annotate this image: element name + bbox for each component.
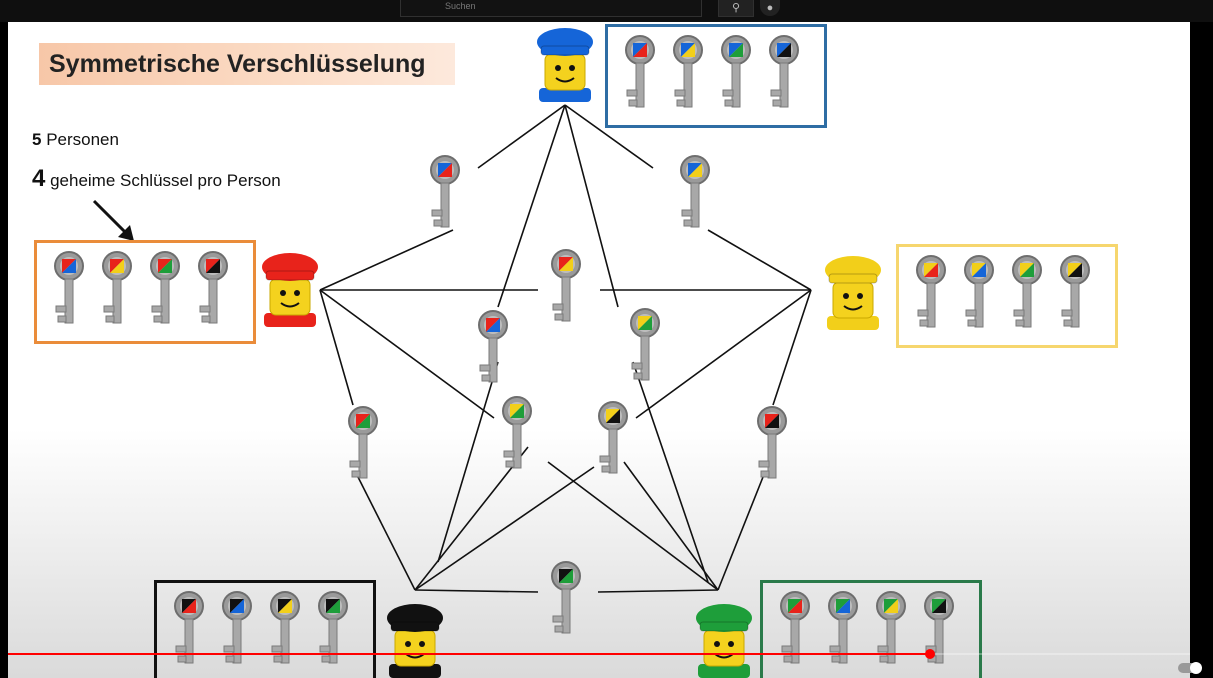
autoplay-knob	[1190, 662, 1202, 674]
key-icon	[755, 405, 789, 485]
search-icon: ⚲	[731, 2, 741, 14]
scrubber-handle[interactable]	[924, 649, 935, 659]
connection-line	[635, 289, 812, 419]
keyring-black	[154, 580, 376, 678]
person-blue-icon	[531, 24, 599, 104]
connection-line	[632, 361, 709, 583]
person-black-icon	[381, 600, 449, 678]
arrow-icon	[92, 199, 134, 241]
key-icon	[1010, 254, 1044, 334]
connection-line	[477, 104, 566, 169]
key-icon	[172, 590, 206, 670]
key-icon	[316, 590, 350, 670]
connection-line	[717, 476, 764, 591]
connection-line	[319, 289, 354, 406]
title-banner: Symmetrische Verschlüsselung	[39, 43, 455, 85]
key-icon	[678, 154, 712, 234]
keys-number: 4	[32, 165, 46, 192]
keys-label: geheime Schlüssel pro Person	[45, 171, 281, 190]
connection-lines	[319, 104, 812, 593]
connection-line	[597, 589, 719, 593]
persons-count-text: 5 Personen	[32, 130, 119, 150]
key-icon	[346, 405, 380, 485]
connection-line	[707, 229, 812, 291]
keyring-yellow	[896, 244, 1118, 348]
connection-line	[437, 361, 499, 563]
key-icon	[196, 250, 230, 330]
key-icon	[767, 34, 801, 114]
key-icon	[623, 34, 657, 114]
video-frame[interactable]: Symmetrische Verschlüsselung 5 Personen …	[8, 22, 1190, 678]
autoplay-toggle[interactable]	[1178, 662, 1202, 674]
key-icon	[428, 154, 462, 234]
persons-number: 5	[32, 130, 42, 149]
connection-line	[564, 104, 619, 308]
key-icon	[922, 590, 956, 670]
progress-played	[8, 653, 930, 655]
connection-line	[547, 461, 719, 591]
person-red-icon	[256, 249, 324, 329]
connection-line	[564, 104, 654, 169]
connection-line	[319, 289, 495, 419]
key-icon	[596, 400, 630, 480]
key-icon	[628, 307, 662, 387]
key-icon	[549, 248, 583, 328]
connection-line	[414, 466, 595, 591]
connection-line	[414, 446, 529, 591]
person-yellow-icon	[819, 252, 887, 332]
player-top-bar: Suchen ⚲ ●	[0, 0, 1213, 22]
key-icon	[148, 250, 182, 330]
key-icon	[476, 309, 510, 389]
key-icon	[500, 395, 534, 475]
key-icon	[778, 590, 812, 670]
key-icon	[671, 34, 705, 114]
keys-count-text: 4 geheime Schlüssel pro Person	[32, 165, 281, 193]
connection-line	[497, 104, 566, 308]
search-button[interactable]: ⚲	[718, 0, 754, 17]
key-icon	[826, 590, 860, 670]
connection-line	[319, 229, 454, 291]
key-icon	[549, 560, 583, 640]
connection-line	[414, 589, 539, 593]
key-icon	[268, 590, 302, 670]
connection-line	[357, 476, 416, 591]
connection-line	[623, 461, 719, 591]
progress-bar[interactable]	[8, 649, 1190, 659]
slide-title: Symmetrische Verschlüsselung	[49, 50, 426, 78]
key-icon	[220, 590, 254, 670]
person-green-icon	[690, 600, 758, 678]
persons-label: Personen	[41, 130, 119, 149]
keyring-green	[760, 580, 982, 678]
key-icon	[1058, 254, 1092, 334]
search-placeholder: Suchen	[445, 1, 476, 11]
microphone-icon: ●	[766, 2, 774, 14]
keyring-blue	[605, 24, 827, 128]
connection-line	[772, 289, 812, 406]
key-icon	[914, 254, 948, 334]
voice-search-button[interactable]: ●	[760, 0, 780, 16]
key-icon	[52, 250, 86, 330]
key-icon	[962, 254, 996, 334]
key-icon	[719, 34, 753, 114]
search-input[interactable]: Suchen	[400, 0, 702, 17]
key-icon	[100, 250, 134, 330]
keyring-red	[34, 240, 256, 344]
key-icon	[874, 590, 908, 670]
